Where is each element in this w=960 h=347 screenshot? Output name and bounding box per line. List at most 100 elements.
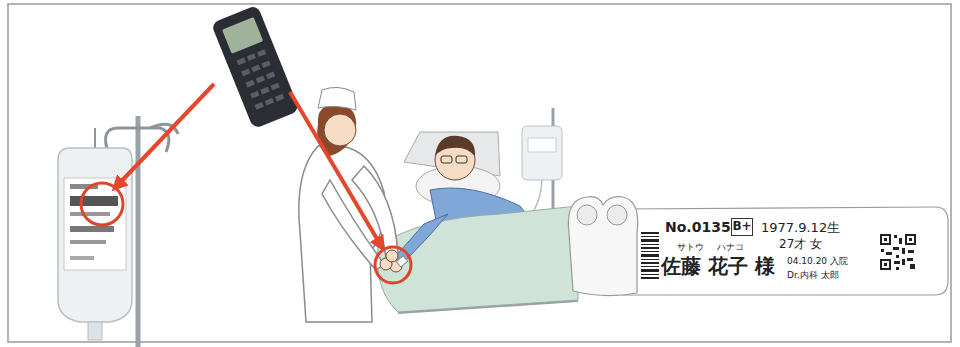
barcode-bar <box>641 262 659 264</box>
band-text: ハナコ <box>717 243 744 253</box>
glasses <box>441 156 452 163</box>
qr-module <box>910 264 915 269</box>
bag-hanger <box>94 128 96 150</box>
qr-module <box>894 261 900 264</box>
scanner-key <box>237 57 246 65</box>
label-line <box>70 196 118 206</box>
qr-finder <box>884 263 887 266</box>
barcode-bar <box>641 277 659 279</box>
barcode-bar <box>641 247 659 249</box>
qr-finder <box>882 261 889 268</box>
band-text: 佐藤 花子 様 <box>661 255 775 277</box>
blood-type-box: B+ <box>731 218 753 236</box>
nurse-hand <box>386 250 398 262</box>
band-text: 1977.9.12生 <box>761 221 840 235</box>
qr-module <box>896 255 899 258</box>
qr-finder <box>884 238 887 241</box>
scanner-key <box>255 102 264 110</box>
patient-hair <box>435 136 475 156</box>
frame <box>8 4 951 342</box>
clasp-hole <box>607 205 627 225</box>
highlight-circle <box>375 247 411 283</box>
barcode-bar <box>641 244 659 245</box>
qr-finder <box>882 236 889 243</box>
band-clasp <box>568 197 637 296</box>
qr-module <box>886 252 892 255</box>
band-text: No.01357 <box>665 220 740 235</box>
barcode-bar <box>641 274 659 275</box>
wristband: No.01357 1977.9.12生 27才 女 サトウ ハナコ佐藤 花子 様 04.1… <box>565 193 950 305</box>
bag-label <box>64 178 126 270</box>
band-text: 04.10.20 入院 <box>787 257 848 267</box>
patient-arm <box>394 214 448 266</box>
qr-module <box>893 247 899 250</box>
iv-bag <box>58 148 132 322</box>
qr-module <box>899 238 902 244</box>
scanner-key <box>260 87 269 95</box>
band-strap <box>623 207 948 295</box>
qr-module <box>896 267 899 270</box>
clasp-hole <box>577 205 597 225</box>
qr-module <box>907 258 913 261</box>
glasses <box>456 156 467 163</box>
qr-finder <box>880 259 891 270</box>
iv-pole <box>136 116 141 347</box>
scanner-body <box>211 5 300 129</box>
scan-arrow <box>114 84 214 189</box>
band-text: サトウ <box>677 243 704 253</box>
scanner-key <box>270 83 279 91</box>
bed-frame <box>398 301 578 313</box>
scanner-key <box>257 49 266 57</box>
barcode-bar <box>641 251 659 252</box>
scanner-key <box>265 98 274 106</box>
scanner-key <box>261 60 270 68</box>
barcode-bar <box>641 232 659 234</box>
scanner-key <box>241 69 250 77</box>
qr-finder <box>907 236 914 243</box>
scan-arrow <box>290 92 383 249</box>
barcode-bar <box>641 239 659 242</box>
qr-module <box>881 249 884 252</box>
label-line <box>70 240 106 244</box>
qr-module <box>908 250 914 253</box>
barcode-bar <box>641 236 659 237</box>
scanner-screen <box>222 17 263 54</box>
bag-port <box>88 322 102 340</box>
qr-finder <box>880 234 891 245</box>
nurse-cap <box>318 87 356 110</box>
wristband-outline <box>565 193 950 305</box>
scanner-key <box>251 65 260 73</box>
qr-module <box>894 235 897 238</box>
scanner-key <box>266 72 275 80</box>
label-line <box>70 212 110 216</box>
scanner-key <box>256 76 265 84</box>
blanket <box>377 206 578 312</box>
qr-finder <box>909 238 912 241</box>
label-line <box>70 256 94 260</box>
band-text: Dr.内科 太郎 <box>787 271 839 281</box>
barcode-bar <box>641 266 659 267</box>
qr-module <box>902 259 905 265</box>
blood-type: B+ <box>732 219 752 235</box>
handheld-scanner <box>211 5 300 129</box>
highlight-circle <box>81 183 123 225</box>
qr-finder <box>905 234 916 245</box>
qr-module <box>902 248 905 254</box>
label-line <box>70 226 114 232</box>
scanner-key <box>250 91 259 99</box>
band-text: 27才 女 <box>779 238 822 251</box>
scanner-key <box>275 94 284 102</box>
bag-label <box>528 138 556 152</box>
scanner-key <box>246 80 255 88</box>
barcode-bar <box>641 269 659 272</box>
qr-code <box>880 234 916 270</box>
barcode-bar <box>641 254 659 257</box>
nurse-arm <box>322 180 384 270</box>
barcode <box>641 232 659 279</box>
barcode-bar <box>641 259 659 260</box>
nurse-head <box>324 114 356 146</box>
